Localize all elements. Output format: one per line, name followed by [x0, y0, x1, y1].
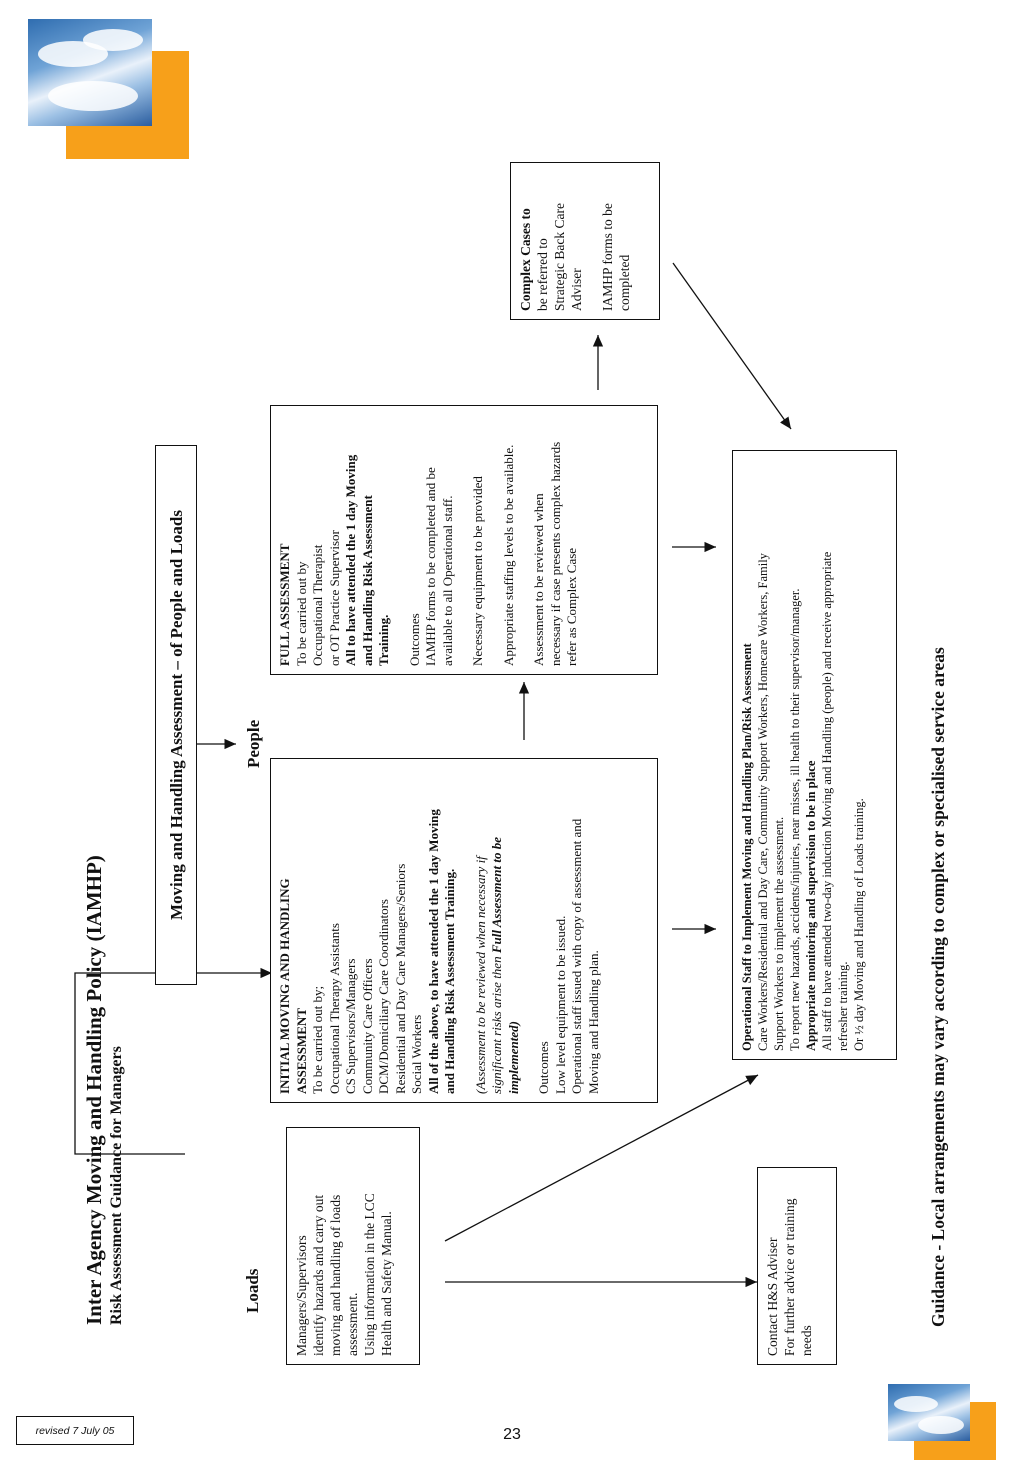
logo-top: [28, 19, 190, 159]
revised-date-box: revised 7 July 05: [16, 1416, 134, 1445]
full-assessment-box: FULL ASSESSMENT To be carried out by Occ…: [270, 405, 658, 675]
top-assessment-box: Moving and Handling Assessment – of Peop…: [155, 445, 197, 985]
arrow-complex-to-operational: [672, 262, 792, 430]
loads-box: Managers/Supervisors identify hazards an…: [286, 1127, 420, 1365]
logo-sky-image: [888, 1384, 970, 1441]
guidance-note: Guidance - Local arrangements may vary a…: [928, 647, 948, 1327]
branch-label-people: People: [244, 719, 263, 768]
logo-bottom: [888, 1384, 996, 1460]
complex-cases-box: Complex Cases to be referred to Strategi…: [510, 162, 660, 320]
arrow-loads-to-operational: [444, 1074, 759, 1242]
page-number: 23: [503, 1426, 521, 1443]
arrow-to-loads: [74, 967, 272, 1155]
flowchart-sheet: Inter Agency Moving and Handling Policy …: [74, 162, 948, 1365]
initial-assessment-box: INITIAL MOVING AND HANDLING ASSESSMENT T…: [270, 758, 658, 1103]
contact-hs-adviser-box: Contact H&S Adviser For further advice o…: [757, 1167, 837, 1365]
branch-label-loads: Loads: [243, 1268, 262, 1313]
logo-sky-image: [28, 19, 152, 126]
operational-staff-box: Operational Staff to Implement Moving an…: [732, 450, 897, 1060]
